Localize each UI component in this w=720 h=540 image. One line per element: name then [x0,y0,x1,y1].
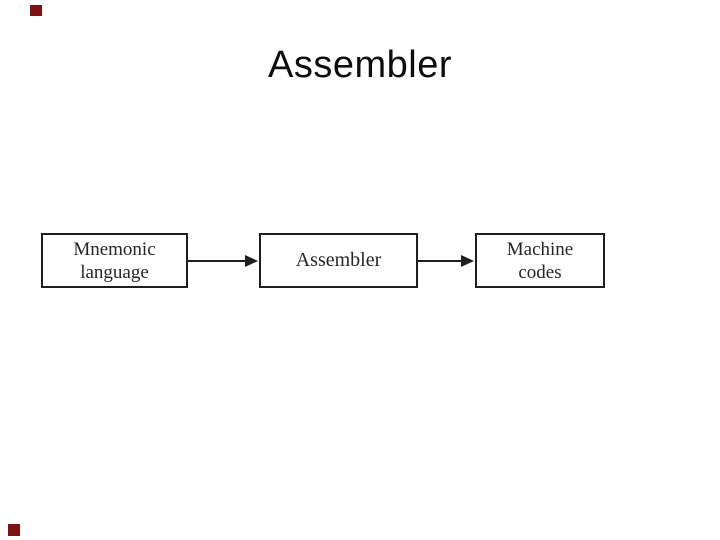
red-corner-mark-top-left [30,5,42,16]
diagram-box-assembler: Assembler [259,233,418,288]
red-corner-mark-bottom-left [8,524,20,536]
box-label-line: Assembler [295,249,382,271]
arrow-right-icon [418,255,474,267]
diagram-box-machine-codes: Machine codes [475,233,605,288]
slide-title: Assembler [268,44,452,86]
arrow-right-icon [188,255,258,267]
box-label-line: Machine [506,238,574,260]
box-label-line: codes [518,261,562,283]
box-label-line: Mnemonic [73,238,156,260]
diagram-box-mnemonic-language: Mnemonic language [41,233,188,288]
box-label-line: language [80,261,149,283]
